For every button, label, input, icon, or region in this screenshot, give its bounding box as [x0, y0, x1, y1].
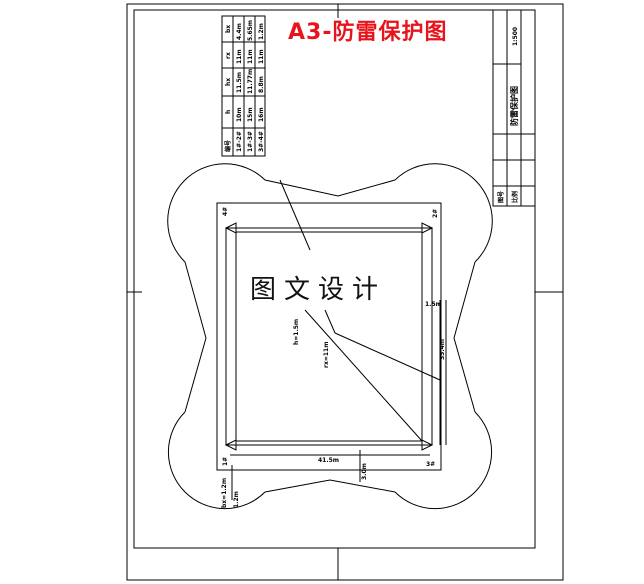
- cell: 3#-4#: [258, 131, 265, 152]
- title-block: [492, 9, 536, 207]
- watermark-text: 图文设计: [250, 275, 387, 305]
- inner-frame: [133, 9, 536, 549]
- dim-bottom: 41.5m: [318, 457, 339, 464]
- corner-label-tl: 4#: [222, 207, 229, 216]
- table-header-1: h: [225, 110, 232, 114]
- radius-note: rx=11m: [323, 342, 330, 368]
- scale-value: 1:500: [512, 27, 519, 46]
- title-label-a: 图号: [497, 191, 505, 203]
- cell: 11.77m: [247, 69, 254, 94]
- cell: 11.5m: [236, 72, 243, 93]
- protection-zone: [167, 163, 493, 510]
- table-header-4: bx: [225, 25, 232, 33]
- drawing-name: 防雷保护图: [509, 86, 519, 126]
- table-header-2: hx: [225, 78, 232, 86]
- parameter-table: [221, 15, 266, 157]
- left-note-2: 1.2m: [233, 491, 240, 508]
- cell: 8.8m: [258, 76, 265, 93]
- table-header-3: rx: [225, 52, 232, 59]
- table-header-0: 编号: [224, 140, 232, 152]
- corner-label-tr: 2#: [432, 209, 439, 218]
- building-outline: [216, 202, 442, 471]
- cell: 4.4m: [236, 23, 243, 40]
- cell: 16m: [258, 107, 265, 122]
- lightning-rods: [224, 222, 434, 451]
- cell: 15m: [247, 107, 254, 122]
- left-note-1: bx=1.2m: [221, 478, 228, 508]
- dim-right: 35.4m: [439, 339, 446, 360]
- drawing-title: A3-防雷保护图: [288, 20, 448, 45]
- roof-outline: [225, 227, 433, 446]
- dim-right-small: 1.5m: [425, 301, 442, 308]
- title-label-b: 比例: [511, 191, 519, 203]
- cell: 11m: [258, 49, 265, 64]
- corner-label-br: 3#: [426, 461, 435, 468]
- cell: 11m: [236, 49, 243, 64]
- cell: 5.65m: [247, 20, 254, 41]
- cell: 1#-2#: [236, 131, 243, 152]
- cell: 10m: [236, 107, 243, 122]
- height-note: h=1.5m: [293, 319, 300, 345]
- dim-vertical-small: 3.0m: [361, 463, 368, 480]
- cell: 11m: [247, 49, 254, 64]
- cell: 1#-3#: [247, 131, 254, 152]
- corner-label-bl: 1#: [222, 457, 229, 466]
- cell: 1.2m: [258, 23, 265, 40]
